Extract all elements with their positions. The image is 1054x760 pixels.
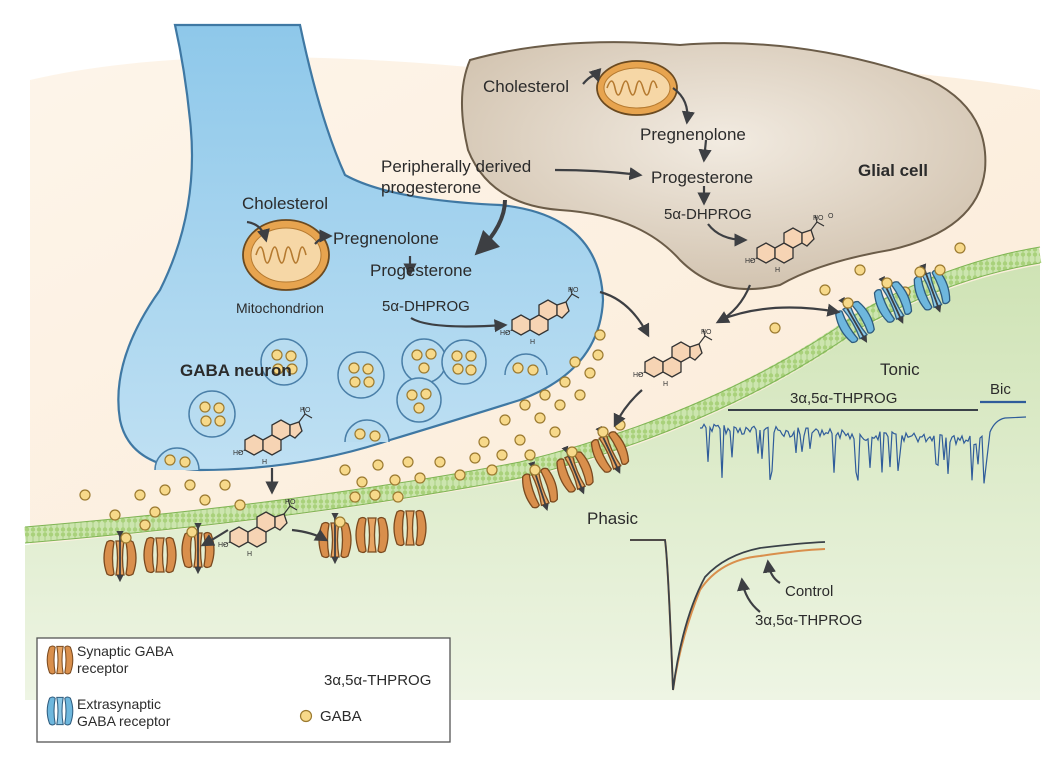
glial-cell-label: Glial cell xyxy=(858,161,928,180)
svg-text:H: H xyxy=(663,381,668,388)
neuron-mitochondrion xyxy=(242,219,330,291)
svg-text:H: H xyxy=(262,459,267,466)
thprog-trace-label: 3α,5α-THPROG xyxy=(755,612,862,629)
svg-text:HO: HO xyxy=(568,287,579,294)
bic-label: Bic xyxy=(990,381,1011,398)
tonic-trace xyxy=(700,416,1027,484)
legend-gaba-icon xyxy=(299,709,313,723)
svg-text:H: H xyxy=(530,339,535,346)
svg-text:HO: HO xyxy=(300,407,311,414)
svg-text:HO: HO xyxy=(285,499,296,506)
glial-dhprog-label: 5α-DHPROG xyxy=(664,206,752,223)
neuron-pathway-arrows xyxy=(200,220,841,547)
svg-text:O: O xyxy=(828,213,834,220)
glial-progesterone-label: Progesterone xyxy=(651,168,753,187)
legend-extrasynaptic-icon xyxy=(46,696,74,726)
legend: Synaptic GABA receptor Extrasynaptic GAB… xyxy=(36,637,451,743)
tonic-recording: 3α,5α-THPROG Bic xyxy=(700,381,1027,484)
peripheral-label-line1: Peripherally derived xyxy=(381,157,531,176)
svg-text:HO: HO xyxy=(218,542,229,549)
peripheral-label-line2: progesterone xyxy=(381,178,481,197)
legend-synaptic-line1: Synaptic GABA xyxy=(77,643,174,659)
legend-synaptic-icon xyxy=(46,645,74,675)
glial-mitochondrion xyxy=(596,60,678,116)
gaba-neuron-label: GABA neuron xyxy=(180,361,292,380)
svg-text:HO: HO xyxy=(233,450,244,457)
extrasynaptic-receptors xyxy=(831,264,954,346)
svg-text:HO: HO xyxy=(500,330,511,337)
neuron-dhprog-label: 5α-DHPROG xyxy=(382,298,470,315)
phasic-recording: Control 3α,5α-THPROG xyxy=(630,539,862,691)
gaba-cleft xyxy=(79,242,966,531)
svg-text:H: H xyxy=(775,267,780,274)
peripheral-arrows xyxy=(474,167,643,256)
legend-synaptic-line2: receptor xyxy=(77,660,129,676)
svg-text:H: H xyxy=(247,551,252,558)
glial-pregnenolone-label: Pregnenolone xyxy=(640,125,746,144)
svg-text:HO: HO xyxy=(745,258,756,265)
thprog-bar-label: 3α,5α-THPROG xyxy=(790,390,897,407)
neuron-progesterone-label: Progesterone xyxy=(370,261,472,280)
postsynaptic-region xyxy=(25,265,1040,700)
svg-text:HO: HO xyxy=(813,215,824,222)
synaptic-vesicles xyxy=(154,338,548,471)
glial-cholesterol-label: Cholesterol xyxy=(483,77,569,96)
legend-steroid-label: 3α,5α-THPROG xyxy=(324,672,431,689)
phasic-label: Phasic xyxy=(587,509,639,528)
neuron-pregnenolone-label: Pregnenolone xyxy=(333,229,439,248)
control-ipsc-trace xyxy=(630,539,826,691)
legend-extrasynaptic-line2: GABA receptor xyxy=(77,713,171,729)
legend-gaba-label: GABA xyxy=(320,708,362,725)
svg-text:HO: HO xyxy=(633,372,644,379)
neuron-cholesterol-label: Cholesterol xyxy=(242,194,328,213)
legend-extrasynaptic-line1: Extrasynaptic xyxy=(77,696,161,712)
svg-text:HO: HO xyxy=(701,329,712,336)
control-label: Control xyxy=(785,583,833,600)
mitochondrion-label: Mitochondrion xyxy=(236,300,324,316)
legend-box xyxy=(36,637,451,743)
glial-cell xyxy=(461,41,987,291)
tonic-label: Tonic xyxy=(880,360,920,379)
